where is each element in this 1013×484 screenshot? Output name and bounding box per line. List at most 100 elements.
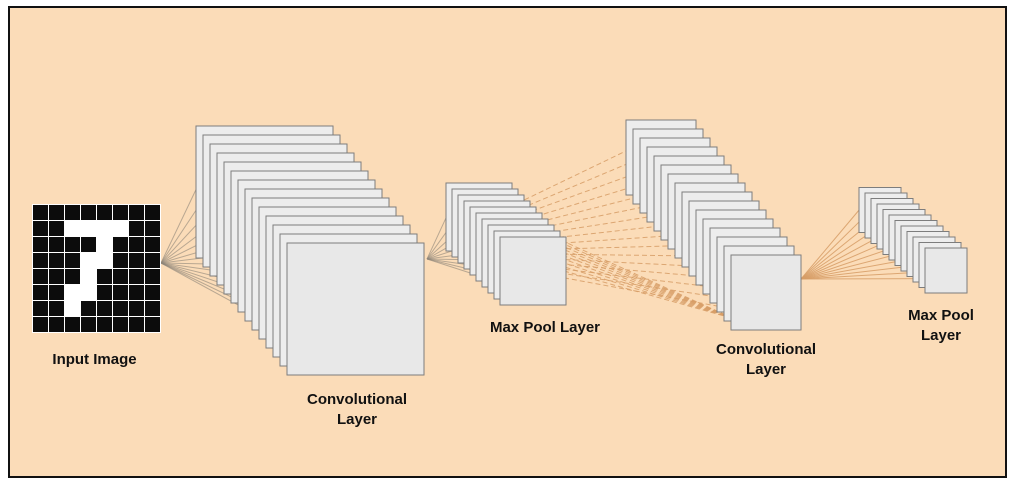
input-pixel <box>81 317 96 332</box>
input-pixel <box>145 269 160 284</box>
input-pixel <box>81 237 96 252</box>
input-pixel <box>81 301 96 316</box>
conv-layer-1-label: Convolutional Layer <box>307 391 407 428</box>
connection-line <box>800 239 892 280</box>
input-pixel <box>97 221 112 236</box>
connection-line <box>520 181 650 222</box>
input-pixel <box>129 285 144 300</box>
input-pixel <box>49 285 64 300</box>
input-pixel <box>113 237 128 252</box>
input-pixel <box>97 317 112 332</box>
input-pixel <box>113 221 128 236</box>
conv1-sheet <box>286 242 425 376</box>
input-pixel <box>129 253 144 268</box>
input-pixel <box>65 317 80 332</box>
input-pixel <box>81 221 96 236</box>
connection-line <box>800 265 916 280</box>
connection-line <box>800 213 868 280</box>
connection-line <box>545 253 699 257</box>
max-pool-layer-2-label: Max Pool Layer <box>908 307 974 344</box>
input-pixel <box>145 205 160 220</box>
input-pixel <box>65 253 80 268</box>
connection-line <box>549 258 706 268</box>
input-pixel <box>33 237 48 252</box>
input-pixel <box>145 301 160 316</box>
connection-line <box>800 245 898 280</box>
connection-line <box>517 170 643 217</box>
input-pixel <box>129 221 144 236</box>
conv-layer-2-label: Convolutional Layer <box>716 341 816 378</box>
input-pixel <box>145 285 160 300</box>
input-pixel <box>81 269 96 284</box>
connection-line <box>557 264 735 320</box>
input-pixel <box>113 285 128 300</box>
connection-line <box>563 277 734 310</box>
input-pixel <box>145 317 160 332</box>
conv2-sheet <box>730 254 802 331</box>
input-pixel <box>81 205 96 220</box>
input-pixel <box>65 205 80 220</box>
input-pixel <box>49 237 64 252</box>
connection-line <box>533 240 735 320</box>
input-pixel <box>113 205 128 220</box>
input-pixel <box>145 253 160 268</box>
connection-line <box>800 207 862 280</box>
input-pixel <box>81 253 96 268</box>
input-pixel <box>65 269 80 284</box>
input-pixel <box>65 301 80 316</box>
connection-line <box>426 213 449 260</box>
input-pixel <box>49 221 64 236</box>
input-pixel <box>97 285 112 300</box>
connection-line <box>509 149 629 208</box>
connection-line <box>800 271 922 280</box>
connection-line <box>527 234 735 320</box>
input-image-label: Input Image <box>52 351 137 368</box>
pool1-sheet <box>499 236 567 306</box>
pool2-sheet <box>924 247 968 294</box>
connection-line <box>513 160 636 212</box>
connection-line <box>539 246 735 320</box>
connection-line <box>545 252 735 320</box>
input-pixel <box>97 237 112 252</box>
input-pixel <box>49 253 64 268</box>
input-pixel <box>129 237 144 252</box>
input-pixel <box>33 205 48 220</box>
connection-line <box>800 258 910 280</box>
connection-line <box>521 228 735 320</box>
input-pixel <box>113 253 128 268</box>
input-pixel <box>113 301 128 316</box>
input-pixel <box>33 253 48 268</box>
input-image-grid <box>32 204 161 333</box>
input-pixel <box>33 269 48 284</box>
input-pixel <box>81 285 96 300</box>
input-pixel <box>49 317 64 332</box>
max-pool-layer-1-label: Max Pool Layer <box>489 319 601 336</box>
input-pixel <box>33 301 48 316</box>
input-pixel <box>113 317 128 332</box>
input-pixel <box>49 301 64 316</box>
input-pixel <box>113 269 128 284</box>
input-pixel <box>65 221 80 236</box>
input-pixel <box>65 237 80 252</box>
connection-line <box>556 267 720 289</box>
input-pixel <box>129 317 144 332</box>
input-pixel <box>129 269 144 284</box>
input-pixel <box>97 269 112 284</box>
input-pixel <box>49 205 64 220</box>
input-pixel <box>65 285 80 300</box>
connection-line <box>542 244 692 250</box>
connection-line <box>563 270 735 320</box>
input-pixel <box>33 285 48 300</box>
input-pixel <box>145 237 160 252</box>
connection-line <box>553 263 713 278</box>
input-pixel <box>97 301 112 316</box>
input-pixel <box>145 221 160 236</box>
input-pixel <box>49 269 64 284</box>
input-pixel <box>33 221 48 236</box>
connection-line <box>160 185 199 264</box>
input-pixel <box>129 301 144 316</box>
input-pixel <box>129 205 144 220</box>
connection-line <box>800 252 904 280</box>
input-pixel <box>33 317 48 332</box>
